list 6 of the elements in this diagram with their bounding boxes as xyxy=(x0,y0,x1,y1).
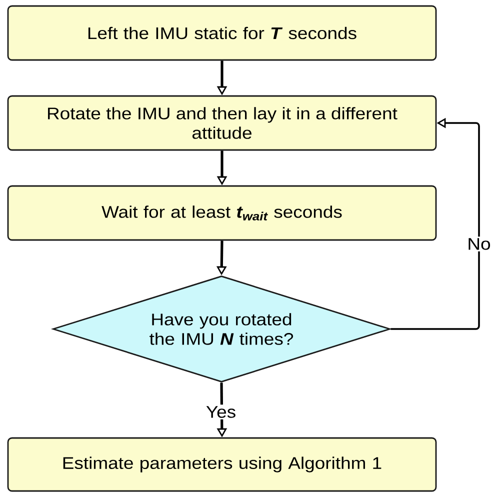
process-box: Rotate the IMU and then lay it in a different attitude xyxy=(7,95,437,151)
process-box: Wait for at least t$_{wait}$ seconds xyxy=(7,185,437,241)
edge-label: Yes xyxy=(204,404,238,420)
process-box: Estimate parameters using Algorithm 1 xyxy=(7,437,437,492)
process-box: Left the IMU static for T seconds xyxy=(7,5,437,61)
edge-label: No xyxy=(466,236,492,252)
